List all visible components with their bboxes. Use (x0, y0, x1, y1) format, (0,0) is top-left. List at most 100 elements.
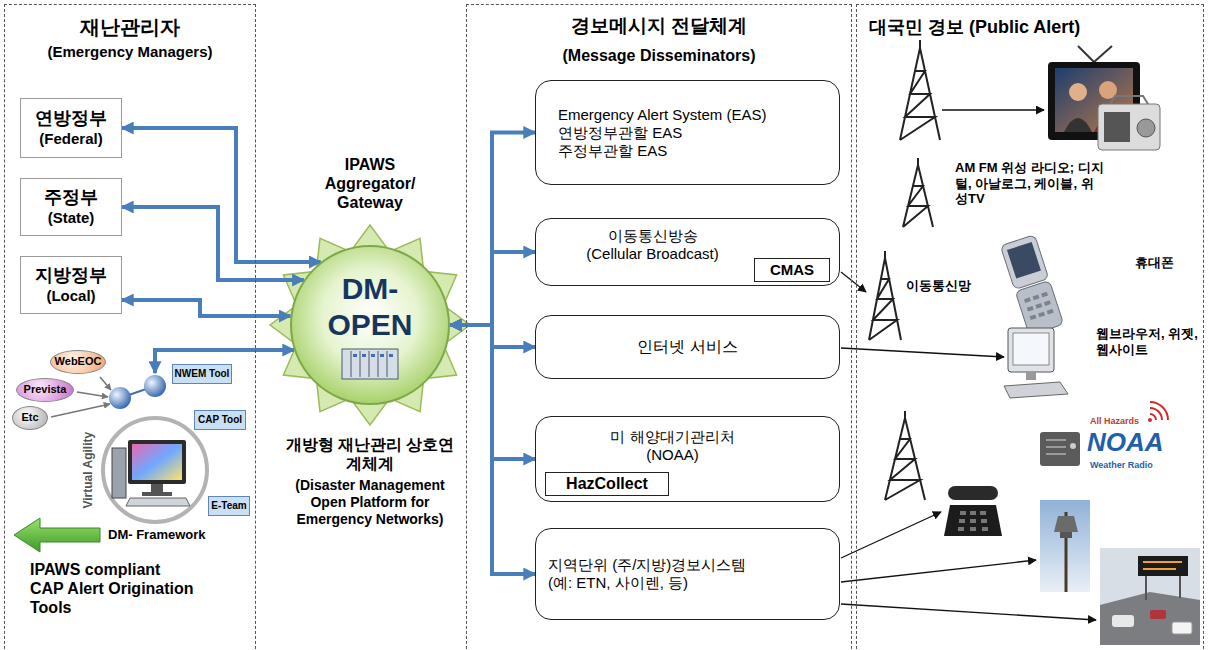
desk-phone-icon (970, 511, 976, 515)
cap-tool-illustration (128, 440, 186, 484)
node-text: CAP Tool (198, 414, 242, 426)
desk-phone-icon (980, 511, 986, 515)
siren-photo (1040, 500, 1090, 592)
cap-tool-illustration (14, 518, 100, 552)
cap-tool-illustration (151, 484, 163, 492)
node-text: (State) (48, 209, 95, 227)
node-text: 이동통신방송 (608, 227, 698, 245)
server-icon (342, 349, 398, 379)
siren-photo (1040, 500, 1090, 592)
column-heading: (Message Disseminators) (467, 46, 851, 65)
desk-phone-icon (960, 511, 966, 515)
cap-tool-illustration (132, 444, 182, 480)
connector-arrow (450, 252, 535, 325)
siren-photo (1054, 516, 1078, 532)
television-icon (1069, 83, 1087, 101)
node-text: (예: ETN, 사이렌, 등) (548, 574, 688, 592)
radio-icon (1110, 96, 1148, 104)
node-text: 인터넷 서비스 (637, 337, 737, 356)
connector-arrow (122, 128, 321, 262)
cell-phone-icon (1033, 295, 1040, 301)
node-text: (Cellular Broadcast) (586, 245, 719, 263)
server-icon (369, 351, 370, 377)
node-text: 지역단위 (주/지방)경보시스템 (548, 556, 746, 574)
television-icon (1094, 46, 1112, 62)
cap-tool-illustration (142, 492, 172, 496)
delivery-line (841, 348, 1004, 357)
cap-tool-illustration (112, 448, 126, 498)
radio-icon (1137, 119, 1155, 137)
server-icon (378, 351, 379, 377)
broadcast-tower (885, 411, 925, 500)
siren-photo (1060, 532, 1072, 538)
cell-phone-icon (1030, 314, 1037, 320)
highway-sign-photo (1143, 568, 1176, 570)
server-icon (389, 354, 393, 357)
cell-phone-icon (1038, 312, 1045, 318)
node-text: DM- OPEN (305, 271, 435, 343)
tool-bubble: Prevista (16, 378, 74, 402)
broadcast-tower (869, 40, 940, 500)
tool-box: CAP Tool (194, 410, 246, 430)
cap-tool-illustration (103, 418, 207, 522)
node-text: E-Team (211, 500, 246, 512)
cap-tool-illustration (14, 350, 294, 552)
agency-box: 주정부(State) (20, 178, 122, 236)
annotation-label: NOAA (1087, 428, 1164, 458)
radio-icon (1098, 96, 1160, 150)
weather-radio-icon (1040, 402, 1168, 466)
weather-radio-icon (1046, 453, 1066, 455)
highway-sign-photo (1138, 556, 1188, 576)
cap-tool-illustration (126, 498, 190, 506)
weather-radio-icon (1070, 443, 1076, 449)
annotation-label: 휴대폰 (1135, 255, 1174, 271)
weather-radio-icon (1148, 418, 1152, 422)
node-text: 주정부 (44, 187, 98, 209)
node-text: Etc (21, 411, 38, 424)
agency-box: 지방정부(Local) (20, 256, 122, 314)
cell-phone-icon (1044, 300, 1051, 306)
cell-phone-icon (1000, 235, 1048, 290)
computer-icon (1008, 328, 1054, 372)
annotation-label: 웹브라우저, 위젯, 웹사이트 (1096, 326, 1202, 357)
node-text: (Disaster Management Open Platform for E… (277, 477, 463, 527)
broadcast-tower (869, 251, 901, 340)
cell-phone-icon (1047, 309, 1054, 315)
agency-box: 연방정부(Federal) (20, 98, 122, 158)
highway-sign-photo (1179, 576, 1181, 598)
node-text: IPAWS Aggregator/ Gateway (300, 155, 440, 213)
cap-tool-illustration (51, 404, 110, 417)
column-region: 재난관리자(Emergency Managers)연방정부(Federal)주정… (4, 4, 256, 650)
column-heading: 경보메시지 전달체계 (467, 15, 851, 38)
cell-phone-icon (1015, 280, 1063, 335)
node-text: WebEOC (55, 355, 102, 368)
highway-sign-photo (1100, 548, 1200, 645)
tag-box: CMAS (754, 258, 830, 282)
server-icon (353, 354, 357, 357)
connector-arrow (122, 300, 291, 316)
annotation-label: Virtual Agility (81, 432, 95, 509)
highway-sign-photo (1150, 610, 1166, 619)
channel-box: 지역단위 (주/지방)경보시스템(예: ETN, 사이렌, 등) (535, 528, 840, 620)
node-text: 개방형 재난관리 상호연계체계 (285, 435, 455, 473)
cell-phone-icon (1024, 297, 1031, 303)
cell-phone-icon (1041, 292, 1048, 298)
annotation-label: IPAWS compliant CAP Alert Origination To… (30, 560, 195, 618)
cap-tool-illustration (144, 375, 166, 397)
annotation-label: DM- Framework (108, 527, 206, 543)
television-icon (1078, 46, 1094, 62)
weather-radio-icon (1040, 432, 1080, 466)
connector-arrow (450, 325, 535, 574)
radio-icon (1098, 104, 1160, 150)
tag-box: HazCollect (545, 472, 669, 496)
desk-phone-icon (948, 486, 998, 500)
connector-arrow (450, 133, 535, 326)
connector-arrow (122, 207, 304, 280)
desk-phone-icon (981, 519, 987, 523)
highway-sign-photo (1145, 576, 1147, 600)
node-text: (Local) (46, 287, 95, 305)
highway-sign-photo (1143, 561, 1182, 563)
desk-phone-icon (970, 527, 976, 531)
desk-phone-icon (944, 505, 1002, 536)
cell-phone-icon (1000, 235, 1063, 336)
